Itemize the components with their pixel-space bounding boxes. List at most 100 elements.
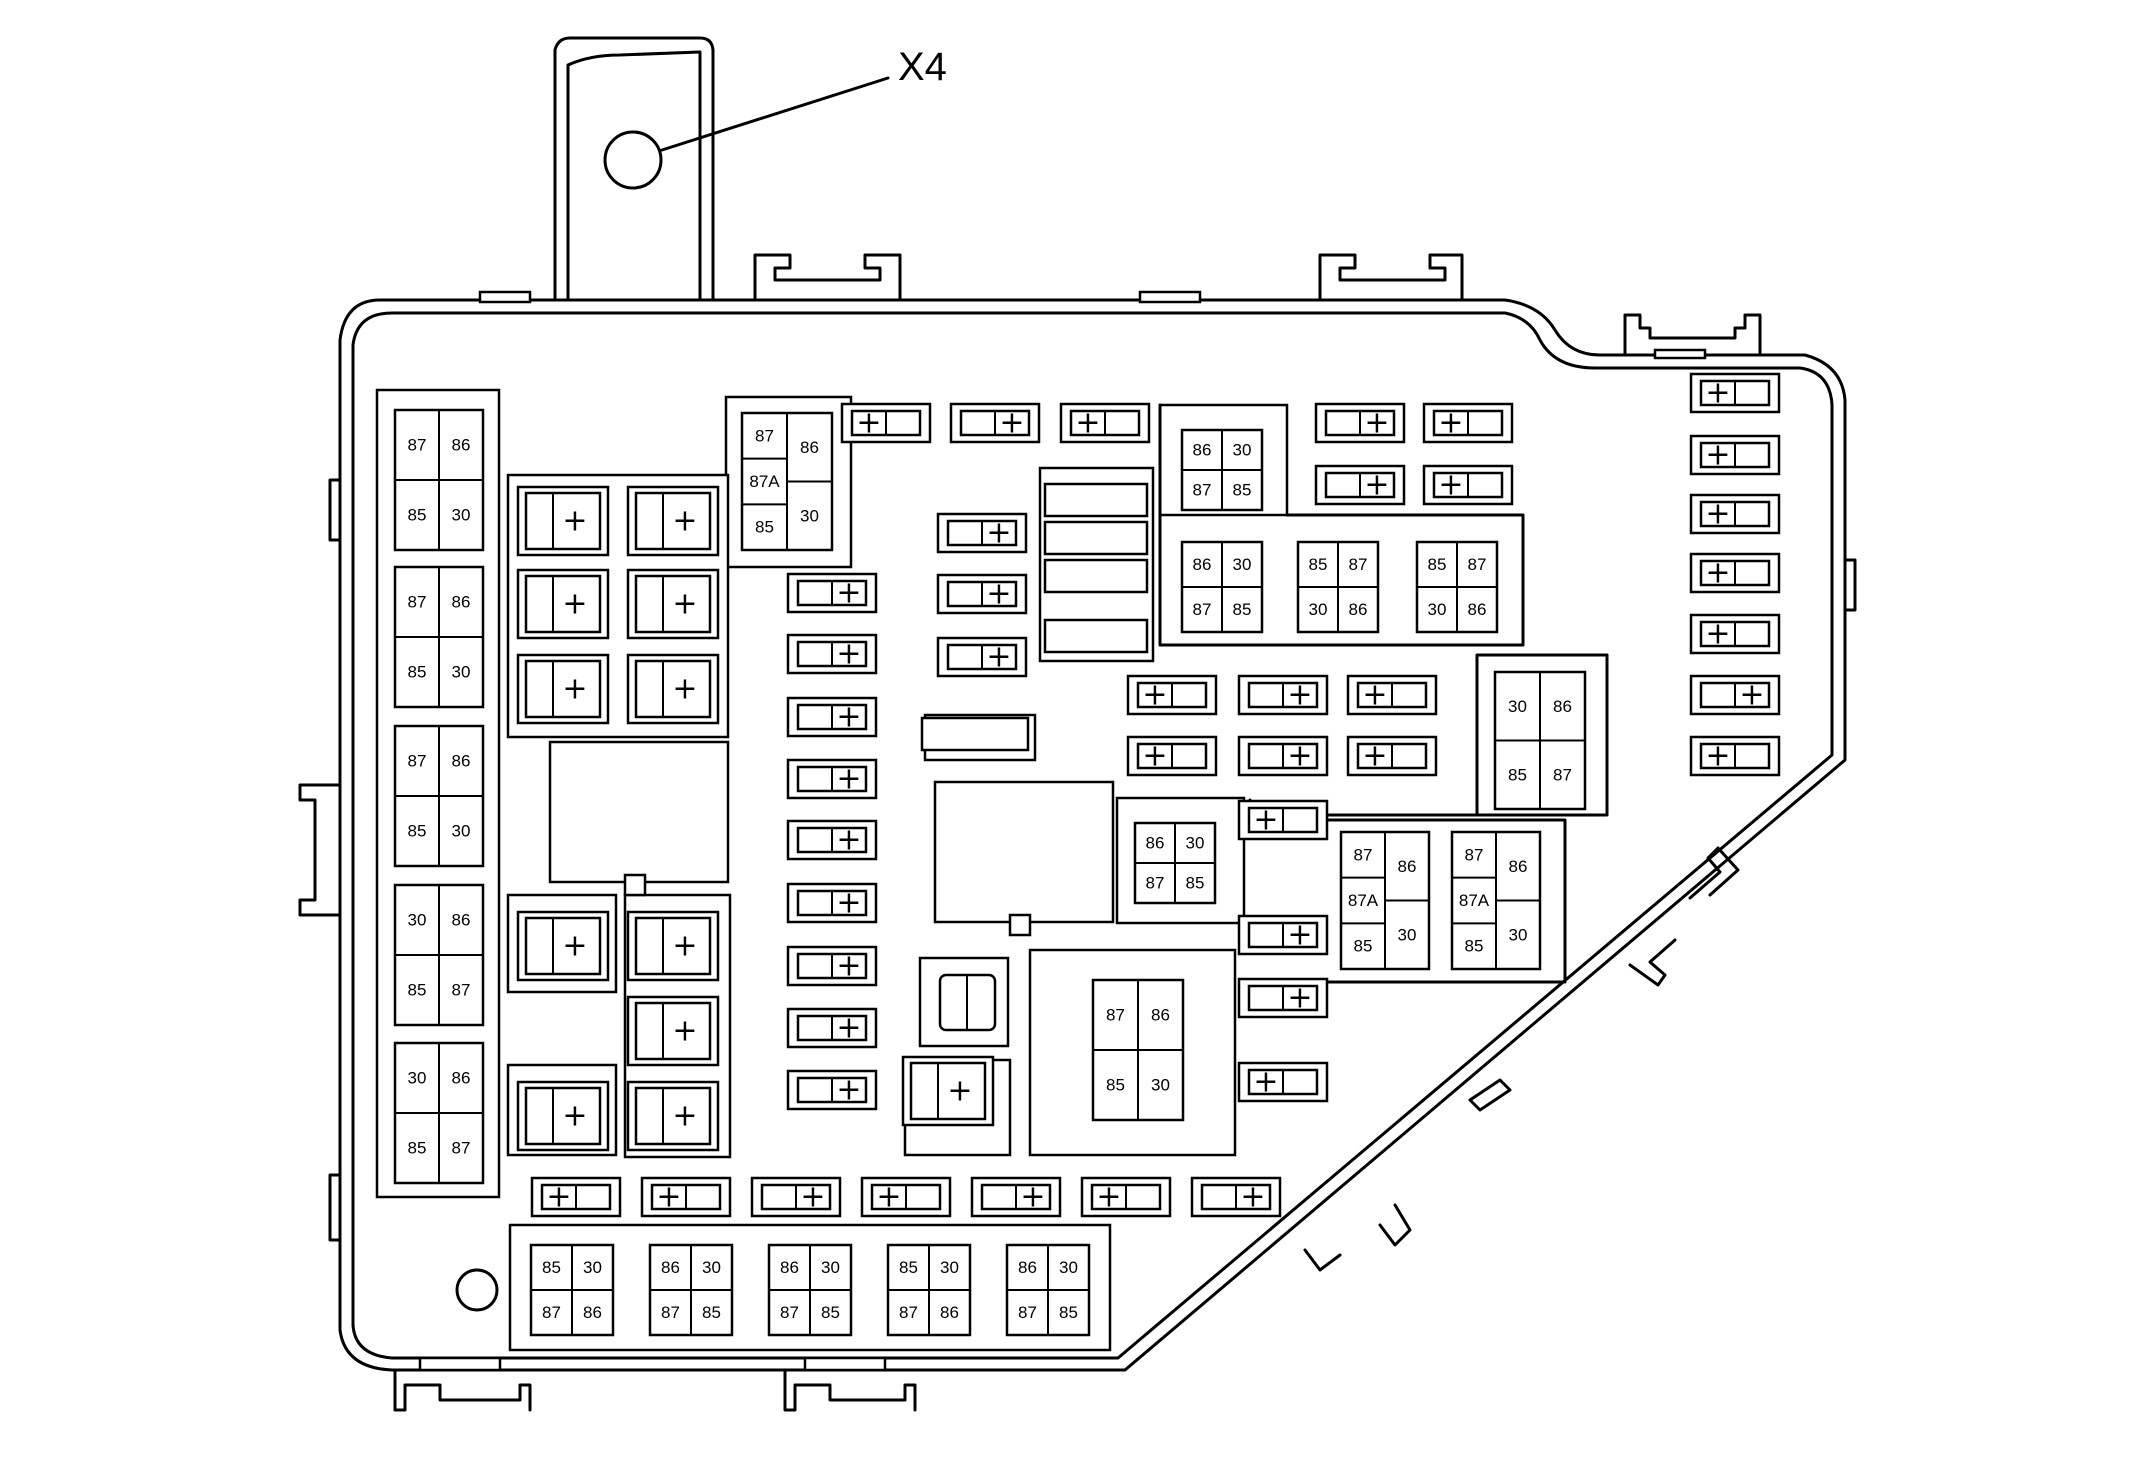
mini-fuse: +	[1689, 493, 1781, 535]
j-case-fuse: +	[516, 568, 610, 640]
relay-terminal-label: 87	[780, 1303, 799, 1322]
cartridge-fuse-slot	[1043, 520, 1149, 556]
relay-terminal-label: 87	[408, 752, 427, 771]
fuse-plus-label: +	[1364, 468, 1389, 503]
relay-terminal-label: 87A	[749, 472, 780, 491]
relay-terminal-label: 30	[702, 1258, 721, 1277]
relay-terminal-label: 87	[1465, 845, 1484, 864]
mini-fuse: +	[1689, 613, 1781, 655]
relay-terminal-label: 30	[1059, 1258, 1078, 1277]
fuse-plus-label: +	[1438, 468, 1463, 503]
fuse-plus-label: +	[1739, 678, 1764, 713]
relay-terminal-label: 30	[452, 506, 471, 525]
relay-terminal-label: 85	[755, 518, 774, 537]
fuse-plus-label: +	[672, 929, 697, 964]
relay-terminal-label: 87	[452, 1139, 471, 1158]
j-case-fuse: +	[626, 995, 720, 1067]
fuse-block-extras	[623, 482, 1149, 1032]
fuse-plus-label: +	[672, 1014, 697, 1049]
relay-terminal-label: 85	[408, 663, 427, 682]
relay-terminal-label: 85	[1186, 874, 1205, 893]
mini-fuse: +	[860, 1176, 952, 1218]
relay-terminal-label: 85	[1233, 600, 1252, 619]
fuse-plus-label: +	[1075, 406, 1100, 441]
fuse-block-housing	[298, 36, 1857, 1412]
relay-terminal-label: 30	[1428, 600, 1447, 619]
mini-fuse: +	[786, 1069, 878, 1111]
relay-terminal-label: 85	[821, 1303, 840, 1322]
fuse-plus-label: +	[562, 504, 587, 539]
j-case-fuse: +	[901, 1055, 995, 1127]
j-case-fuse: +	[516, 1080, 610, 1152]
mini-fuse: +	[1689, 552, 1781, 594]
relay-terminal-label: 86	[1193, 555, 1212, 574]
relay-terminal-label: 30	[1151, 1076, 1170, 1095]
mini-fuse: +	[1346, 735, 1438, 777]
relay-terminal-label: 86	[1509, 857, 1528, 876]
mini-fuse: +	[1689, 434, 1781, 476]
fuse-plus-label: +	[836, 576, 861, 611]
fuse-plus-label: +	[562, 929, 587, 964]
fuse-plus-label: +	[1705, 497, 1730, 532]
mini-fuse: +	[1689, 735, 1781, 777]
fuse-plus-label: +	[672, 587, 697, 622]
relay-terminal-label: 85	[1106, 1076, 1125, 1095]
x4-callout: X4	[660, 45, 947, 152]
mini-fuse: +	[1422, 464, 1514, 506]
cartridge-fuse-slot	[920, 716, 1030, 752]
fuse-plus-label: +	[1705, 617, 1730, 652]
fuse-plus-label: +	[1705, 739, 1730, 774]
relay-terminal-label: 30	[452, 822, 471, 841]
mini-fuse: +	[1059, 402, 1151, 444]
fuse-plus-label: +	[1253, 1065, 1278, 1100]
fuse-plus-label: +	[562, 587, 587, 622]
fuses: ++++++++++++++++++++++++++++++++++++++++…	[516, 372, 1781, 1218]
mini-fuse: +	[936, 636, 1028, 678]
relay-terminal-label: 30	[1186, 834, 1205, 853]
relay-terminal-label: 87	[408, 593, 427, 612]
mini-fuse: +	[786, 696, 878, 738]
relay-terminal-label: 85	[1059, 1303, 1078, 1322]
relay-terminal-label: 87	[661, 1303, 680, 1322]
relay-terminal-label: 87	[1106, 1006, 1125, 1025]
relay-terminal-label: 87	[755, 426, 774, 445]
fuse-plus-label: +	[1287, 678, 1312, 713]
relay-terminal-label: 86	[452, 1069, 471, 1088]
fuse-plus-label: +	[672, 1099, 697, 1134]
relay-terminal-label: 86	[1468, 600, 1487, 619]
cartridge-fuse-slot	[1043, 482, 1149, 518]
fuse-plus-label: +	[1362, 678, 1387, 713]
mini-fuse: +	[786, 633, 878, 675]
mini-fuse: +	[786, 882, 878, 924]
mini-fuse: +	[1126, 674, 1218, 716]
relay-terminal-label: 87	[542, 1303, 561, 1322]
fuse-plus-label: +	[656, 1180, 681, 1215]
fuse-plus-label: +	[672, 672, 697, 707]
relay-terminal-label: 87	[1193, 600, 1212, 619]
mini-fuse: +	[1314, 402, 1406, 444]
j-case-fuse: +	[626, 485, 720, 557]
j-case-fuse: +	[626, 568, 720, 640]
relay-terminal-label: 85	[1465, 937, 1484, 956]
relay-terminal-label: 85	[1309, 555, 1328, 574]
fuse-plus-label: +	[1142, 678, 1167, 713]
relay-terminal-label: 85	[1508, 765, 1527, 784]
j-case-fuse: +	[516, 910, 610, 982]
relay-terminal-label: 87	[1193, 481, 1212, 500]
mini-fuse: +	[1237, 914, 1329, 956]
mini-fuse: +	[936, 573, 1028, 615]
mini-fuse: +	[786, 945, 878, 987]
x4-label: X4	[898, 45, 947, 89]
relay-terminal-label: 87	[408, 436, 427, 455]
mini-fuse: +	[970, 1176, 1062, 1218]
relay-terminal-label: 85	[542, 1258, 561, 1277]
